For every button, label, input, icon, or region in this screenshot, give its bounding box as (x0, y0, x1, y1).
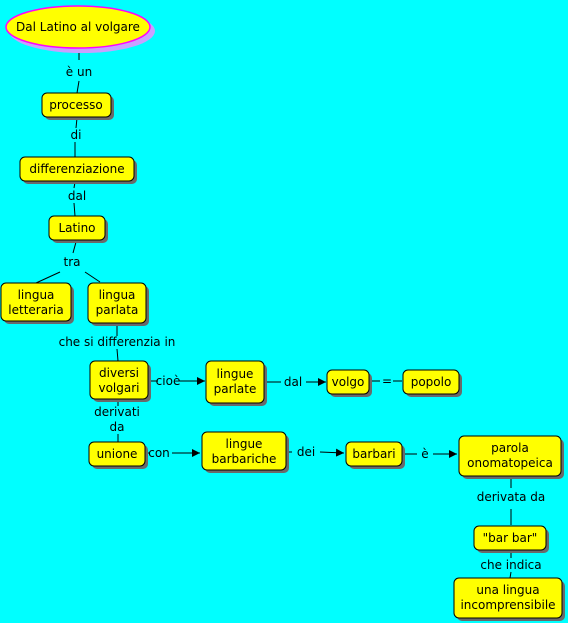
concept-lingua-parlata[interactable]: lingua parlata (87, 282, 149, 326)
concept-lingua-parlata-line2: parlata (96, 303, 139, 317)
link-derivati-da-line2: da (110, 420, 125, 434)
link-e: è (421, 447, 428, 461)
concept-popolo[interactable]: popolo (402, 369, 462, 397)
concept-lingua-incomprensibile-line1: una lingua (476, 583, 539, 597)
concept-popolo-label: popolo (411, 375, 452, 389)
concept-diversi-volgari[interactable]: diversi volgari (89, 360, 151, 402)
link-che-indica: che indica (480, 558, 541, 572)
link-dei: dei (297, 445, 315, 459)
link-labels: è un di dal tra che si differenzia in ci… (59, 65, 546, 572)
link-di: di (71, 128, 82, 142)
concept-parola-onomatopeica-line1: parola (491, 441, 529, 455)
link-che-si-differenzia-in: che si differenzia in (59, 335, 176, 349)
concept-unione[interactable]: unione (88, 441, 148, 469)
concept-lingua-letteraria-line2: letteraria (8, 303, 63, 317)
concept-parola-onomatopeica-line2: onomatopeica (467, 456, 553, 470)
link-derivata-da: derivata da (477, 490, 546, 504)
concept-diversi-volgari-line2: volgari (98, 381, 139, 395)
concept-lingue-barbariche[interactable]: lingue barbariche (201, 431, 289, 473)
concept-barbari[interactable]: barbari (345, 441, 405, 469)
concept-parola-onomatopeica[interactable]: parola onomatopeica (458, 435, 564, 479)
concept-lingua-incomprensibile-line2: incomprensibile (460, 598, 555, 612)
concept-bar-bar-label: "bar bar" (483, 531, 538, 545)
link-e-un: è un (66, 65, 92, 79)
concept-processo[interactable]: processo (41, 92, 114, 120)
link-tra: tra (64, 255, 81, 269)
concept-barbari-label: barbari (352, 447, 395, 461)
link-cioe: cioè (156, 374, 181, 388)
concept-lingua-letteraria[interactable]: lingua letteraria (0, 282, 74, 324)
concept-lingue-barbariche-line1: lingue (226, 437, 263, 451)
concept-unione-label: unione (97, 447, 138, 461)
link-dal: dal (68, 189, 86, 203)
concept-volgo[interactable]: volgo (326, 369, 372, 397)
concept-differenziazione[interactable]: differenziazione (19, 156, 137, 184)
concept-differenziazione-label: differenziazione (29, 162, 124, 176)
concept-bar-bar[interactable]: "bar bar" (473, 525, 549, 553)
concept-latino[interactable]: Latino (48, 215, 108, 243)
concept-root[interactable]: Dal Latino al volgare (5, 5, 155, 53)
edges (35, 48, 512, 579)
concept-lingua-letteraria-line1: lingua (18, 288, 55, 302)
concept-lingue-barbariche-line2: barbariche (212, 452, 277, 466)
link-derivati-da-line1: derivati (94, 405, 140, 419)
concept-lingue-parlate-line1: lingue (217, 367, 254, 381)
link-con: con (148, 446, 170, 460)
concept-root-label: Dal Latino al volgare (16, 20, 140, 34)
concept-processo-label: processo (49, 98, 102, 112)
concept-latino-label: Latino (58, 221, 95, 235)
concept-lingue-parlate[interactable]: lingue parlate (205, 360, 267, 406)
concept-lingue-parlate-line2: parlate (214, 382, 257, 396)
concept-lingua-incomprensibile[interactable]: una lingua incomprensibile (453, 577, 565, 621)
concept-diversi-volgari-line1: diversi (99, 366, 139, 380)
concept-volgo-label: volgo (332, 375, 365, 389)
link-dal-2: dal (284, 375, 302, 389)
concept-lingua-parlata-line1: lingua (99, 288, 136, 302)
link-equals: = (382, 374, 392, 388)
